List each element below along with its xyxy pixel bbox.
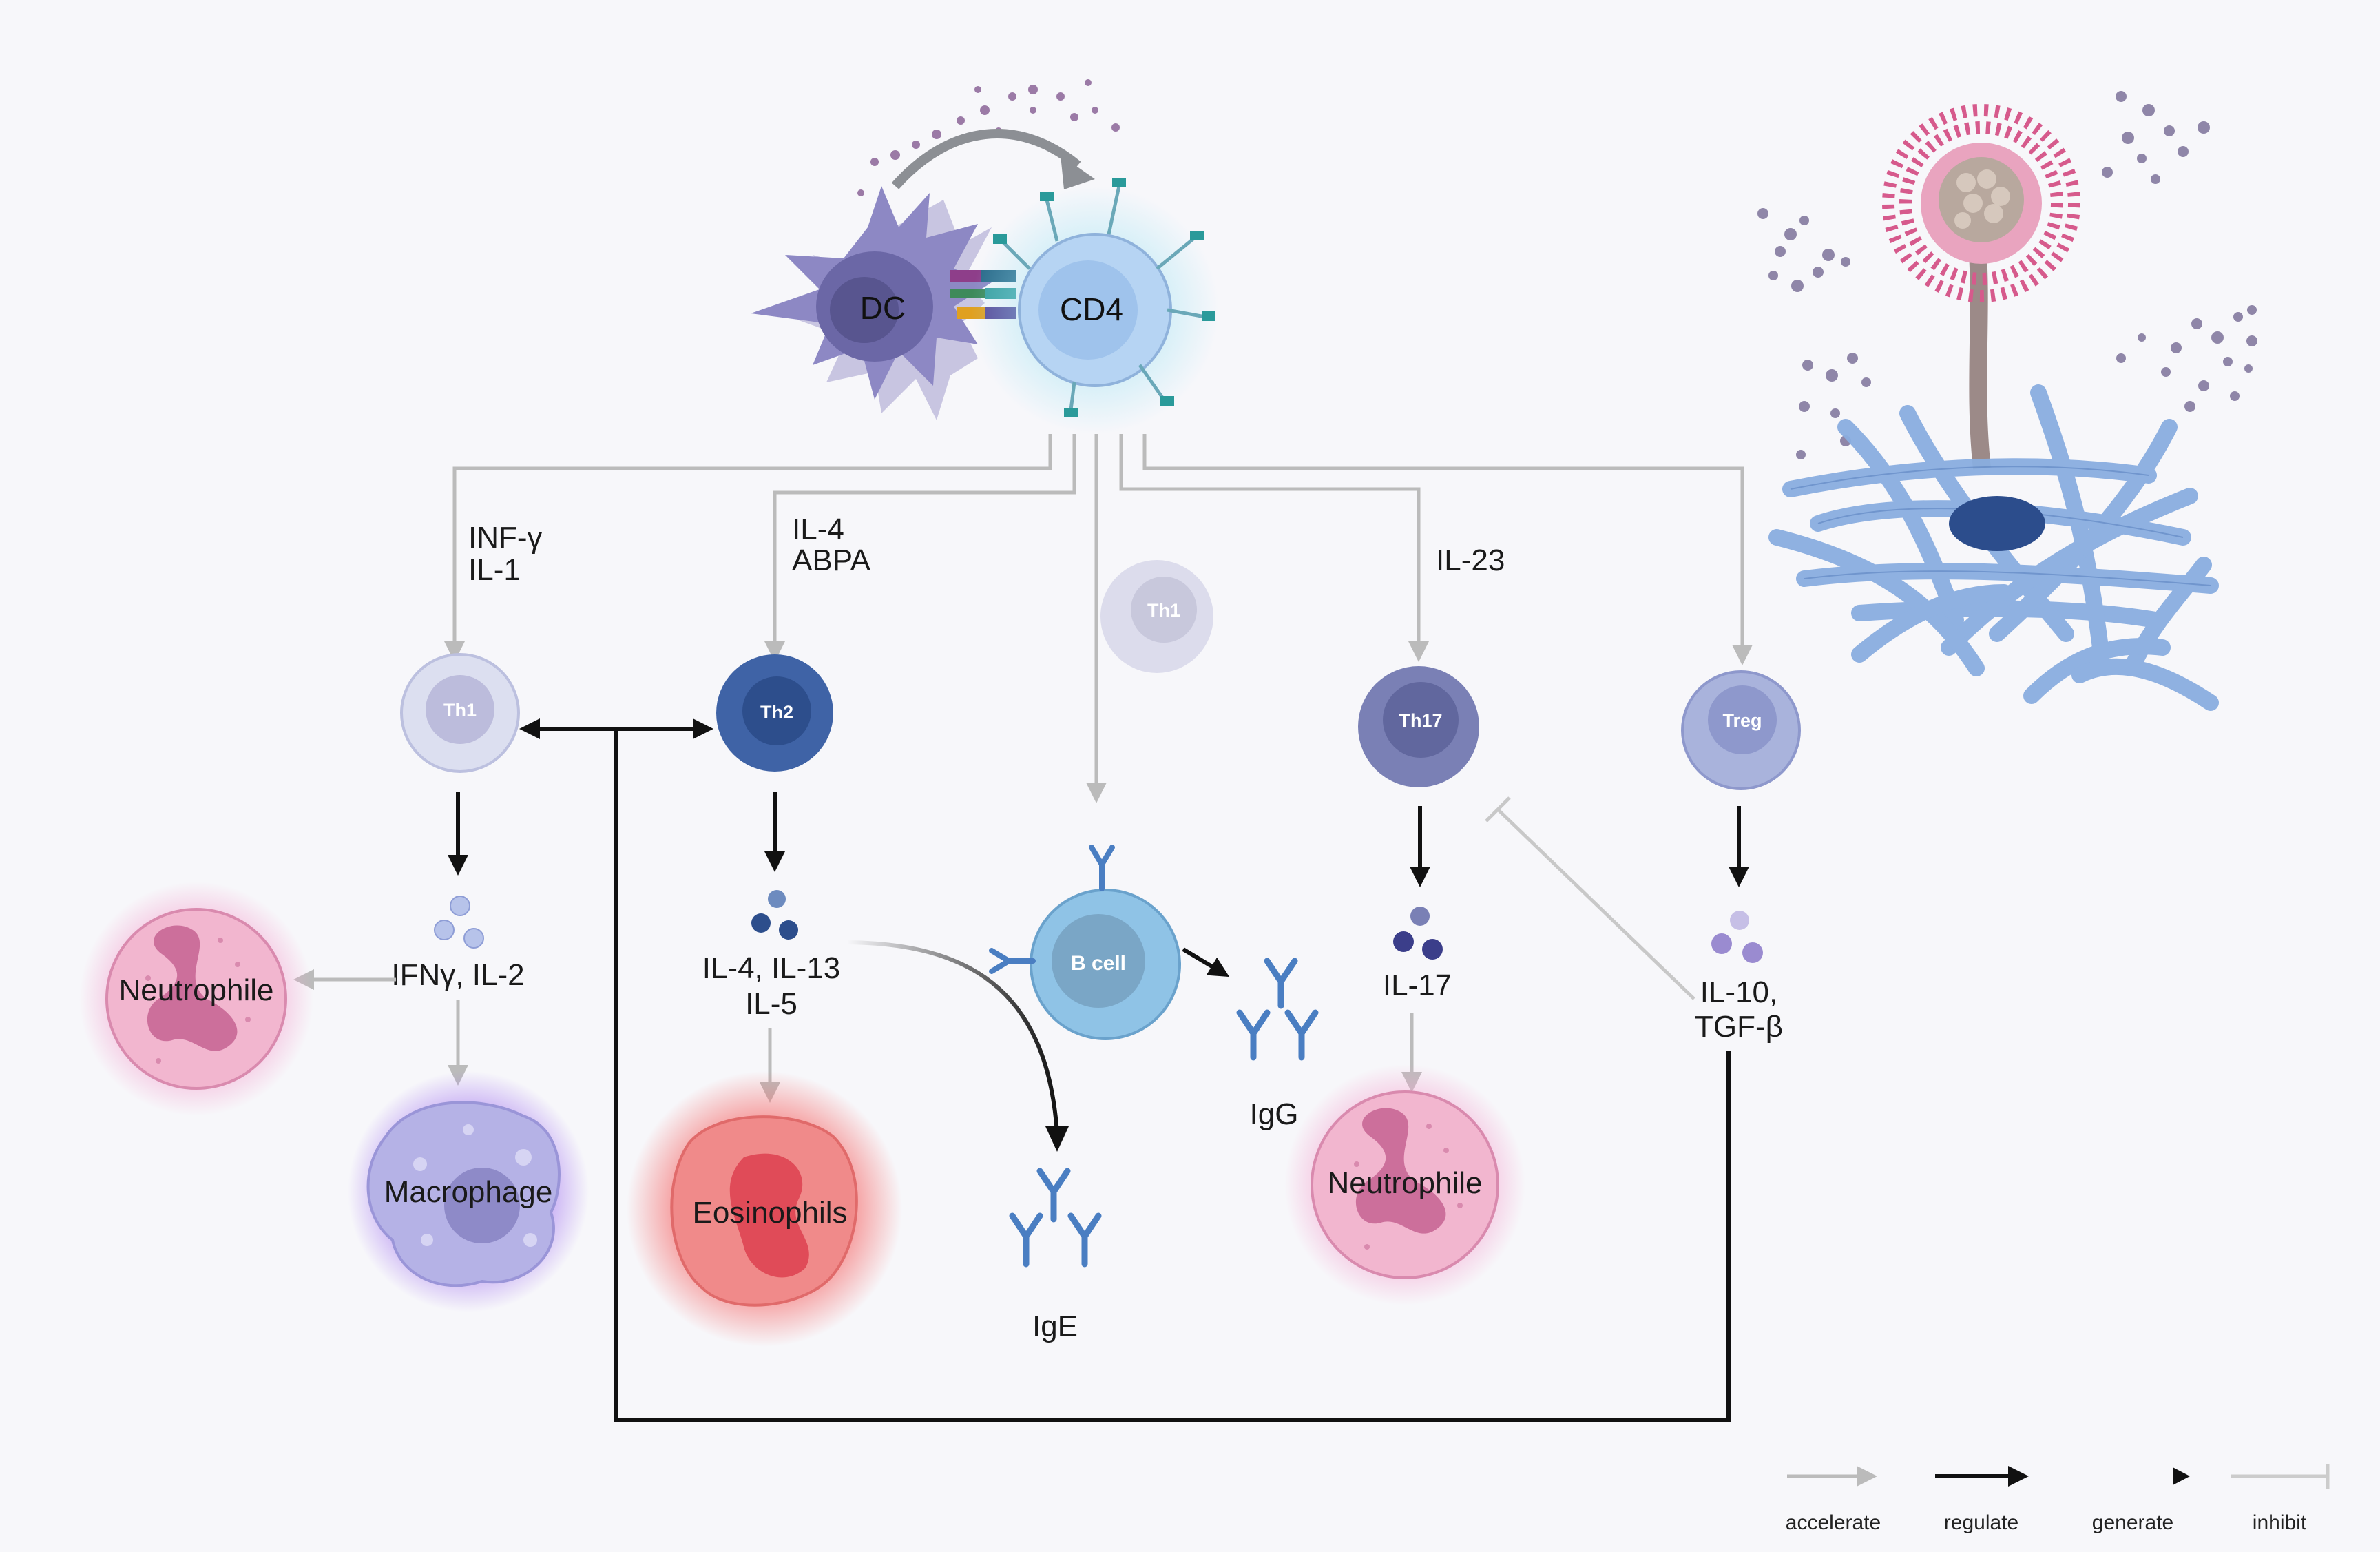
dc-cell: DC	[751, 186, 992, 420]
dc-label: DC	[860, 290, 906, 326]
th2-output-1: IL-4, IL-13	[702, 951, 841, 985]
neutrophile-right-label: Neutrophile	[1327, 1166, 1482, 1200]
ige-antibodies	[1009, 1168, 1102, 1268]
macrophage-cell: Macrophage	[348, 1071, 589, 1312]
legend-generate-arrowhead	[2173, 1467, 2190, 1485]
accelerate-connectors	[444, 434, 1753, 803]
aspergillus-fungus	[1757, 91, 2257, 711]
legend-accelerate-label: accelerate	[1786, 1511, 1881, 1534]
treg-feedback-loop	[614, 729, 1731, 1422]
th2-to-ige-generate-arrow	[846, 940, 1059, 1134]
bcell-to-igg-arrow	[1182, 947, 1230, 977]
th1-faded-cell: Th1	[1100, 560, 1213, 673]
th1-output: IFNγ, IL-2	[391, 958, 524, 992]
cd4-to-th17-line	[1119, 434, 1429, 662]
th1-faded-label: Th1	[1147, 600, 1180, 621]
treg-label: Treg	[1722, 710, 1762, 731]
neutrophile-left-label: Neutrophile	[118, 973, 273, 1007]
cd4-to-treg-line	[1142, 434, 1753, 665]
th2-input-2: ABPA	[792, 544, 871, 577]
th17-output: IL-17	[1383, 969, 1452, 1002]
igg-antibodies	[1236, 958, 1319, 1061]
cd4-label: CD4	[1060, 291, 1123, 327]
igg-label: IgG	[1250, 1097, 1299, 1131]
th17-input: IL-23	[1436, 544, 1505, 577]
eosinophils-label: Eosinophils	[692, 1196, 847, 1230]
th1-cell: Th1	[400, 653, 520, 773]
legend-generate-label: generate	[2092, 1511, 2173, 1534]
regulate-connectors	[448, 718, 1749, 1422]
th17-label: Th17	[1399, 710, 1442, 731]
th2-input-1: IL-4	[792, 513, 844, 546]
th1-input-2: IL-1	[468, 553, 521, 587]
legend: accelerate regulate generate inhibit	[1786, 1464, 2330, 1534]
treg-cytokine-dots	[1711, 911, 1763, 963]
treg-output-1: IL-10,	[1700, 975, 1778, 1009]
cd4-to-th2-line	[764, 434, 1076, 662]
th2-cell: Th2	[716, 654, 833, 772]
legend-regulate-label: regulate	[1944, 1511, 2018, 1534]
th1-label: Th1	[443, 700, 477, 721]
macrophage-label: Macrophage	[384, 1175, 553, 1209]
th1-cytokine-dots	[434, 896, 484, 949]
neutrophile-right-cell: Neutrophile	[1284, 1064, 1525, 1305]
treg-cell: Treg	[1681, 670, 1801, 790]
th17-cytokine-dots	[1393, 907, 1443, 960]
th2-cytokine-dots	[751, 890, 798, 940]
b-cell: B cell	[989, 845, 1181, 1040]
th2-label: Th2	[760, 702, 793, 723]
th2-to-ige-arrowhead	[1045, 1126, 1069, 1152]
antigen-capture-arrowhead	[1061, 155, 1095, 189]
th2-output-2: IL-5	[745, 987, 797, 1021]
treg-output-2: TGF-β	[1695, 1010, 1783, 1044]
cd4-to-th1-line	[444, 434, 1052, 662]
ige-label: IgE	[1032, 1310, 1078, 1343]
inhibit-connector	[1485, 796, 1695, 1000]
cd4-cell: CD4	[971, 178, 1219, 434]
th1-input-1: INF-γ	[468, 521, 543, 555]
bcell-label: B cell	[1071, 952, 1126, 975]
antigen-capture-arrow	[891, 129, 1081, 189]
neutrophile-left-cell: Neutrophile	[79, 882, 313, 1116]
eosinophils-cell: Eosinophils	[627, 1071, 902, 1347]
legend-inhibit-label: inhibit	[2253, 1511, 2307, 1534]
th17-cell: Th17	[1358, 666, 1479, 787]
